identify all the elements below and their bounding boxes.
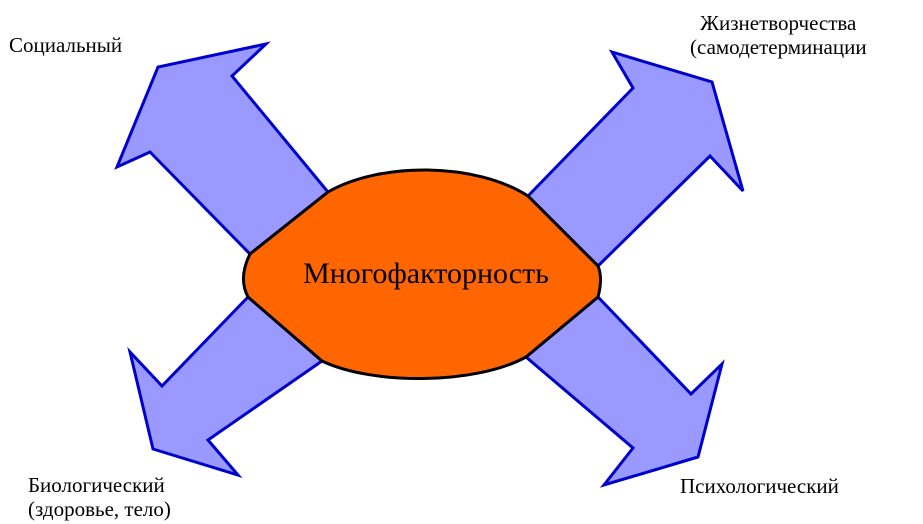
label-life-creation-line2: (самодетерминации [690, 35, 867, 59]
label-psychological-text: Психологический [680, 474, 839, 498]
label-social: Социальный [9, 33, 122, 57]
label-biological-line2: (здоровье, тело) [28, 497, 171, 521]
arrow-up-left-social [114, 41, 331, 257]
label-social-text: Социальный [9, 33, 123, 57]
arrow-down-right-psychological [523, 294, 725, 488]
label-life-creation: Жизнетворчества (самодетерминации [690, 11, 867, 59]
arrow-up-right-life-creation [525, 49, 745, 269]
label-biological-line1: Биологический [28, 473, 165, 497]
label-psychological: Психологический [680, 474, 839, 498]
center-shape [242, 168, 602, 381]
arrow-down-left-biological [127, 294, 325, 478]
center-label: Многофакторность [303, 257, 549, 290]
label-life-creation-line1: Жизнетворчества [700, 11, 857, 35]
label-biological: Биологический (здоровье, тело) [28, 473, 171, 521]
